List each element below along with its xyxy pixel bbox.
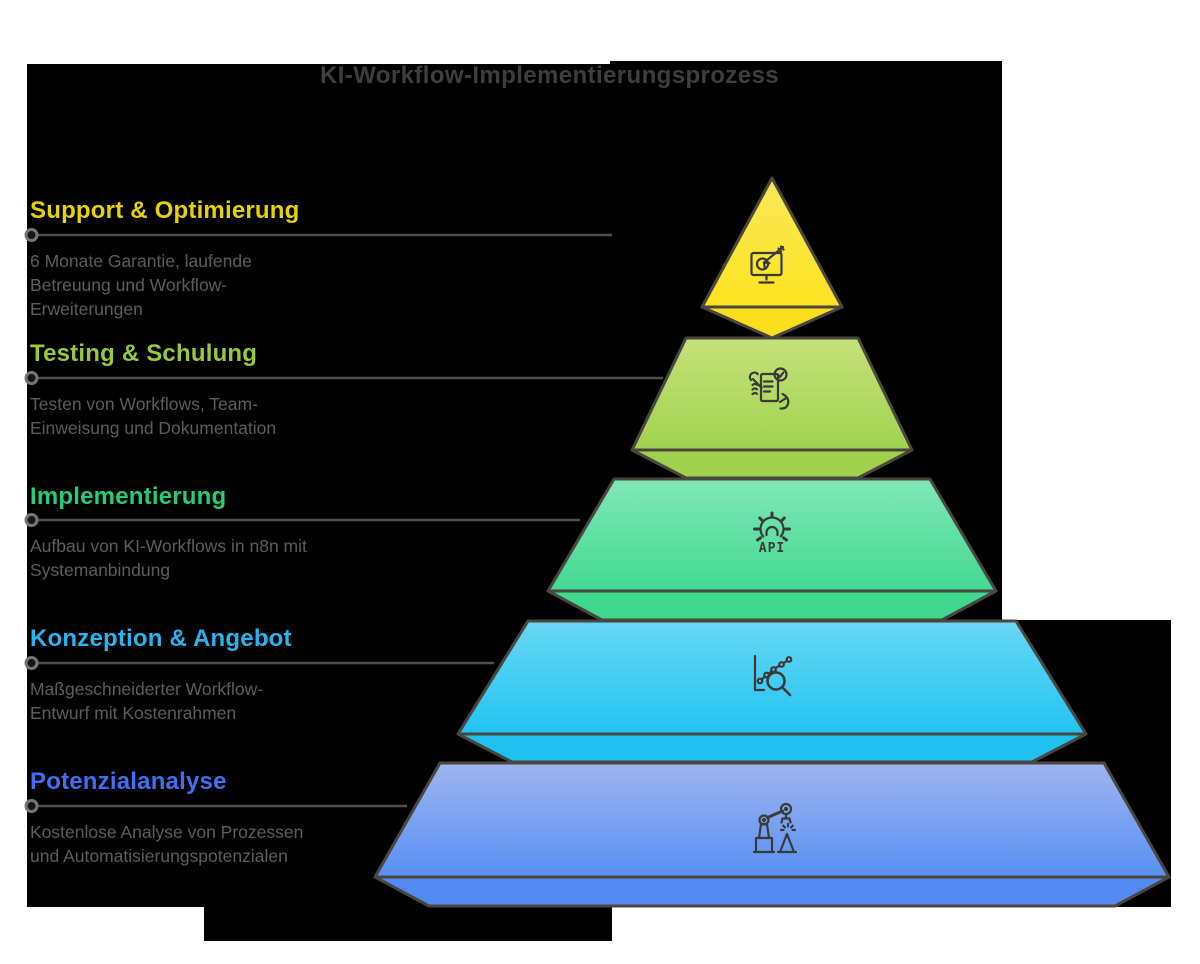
connector-node-implementierung	[24, 513, 39, 527]
background-panel-bottom	[204, 907, 612, 941]
connector-node-testing	[24, 371, 39, 385]
connector-node-support	[24, 228, 39, 242]
level-description-implementierung: Aufbau von KI-Workflows in n8n mit Syste…	[30, 536, 307, 580]
level-description-support: 6 Monate Garantie, laufende Betreuung un…	[30, 251, 252, 319]
svg-text:API: API	[759, 541, 785, 556]
level-heading-potenzial: Potenzialanalyse	[30, 768, 227, 795]
document-wrench-check-icon	[748, 367, 790, 410]
pyramid-level-implementierung: API	[546, 477, 998, 622]
level-heading-testing: Testing & Schulung	[30, 340, 258, 367]
connector-node-potenzial	[24, 799, 39, 813]
robot-arm-icon	[752, 802, 798, 854]
pyramid-level-konzeption	[456, 619, 1088, 764]
pyramid-level-support	[700, 176, 844, 340]
level-heading-implementierung: Implementierung	[30, 483, 227, 510]
pyramid-level-potenzial	[373, 761, 1171, 908]
monitor-target-icon	[750, 245, 785, 284]
background-panel-top-notch	[610, 61, 1002, 71]
level-heading-konzeption: Konzeption & Angebot	[30, 625, 292, 652]
pyramid-level-testing	[630, 336, 914, 480]
connector-lines	[24, 228, 663, 813]
chart-magnifier-icon	[753, 654, 793, 697]
connector-node-konzeption	[24, 656, 39, 670]
level-description-testing: Testen von Workflows, Team- Einweisung u…	[30, 394, 277, 438]
api-gear-icon: API	[753, 511, 791, 556]
level-description-potenzial: Kostenlose Analyse von Prozessen und Aut…	[30, 822, 304, 866]
level-description-konzeption: Maßgeschneiderter Workflow- Entwurf mit …	[30, 679, 264, 723]
page-title: KI-Workflow-Implementierungsprozess	[320, 62, 779, 89]
level-heading-support: Support & Optimierung	[30, 197, 300, 224]
